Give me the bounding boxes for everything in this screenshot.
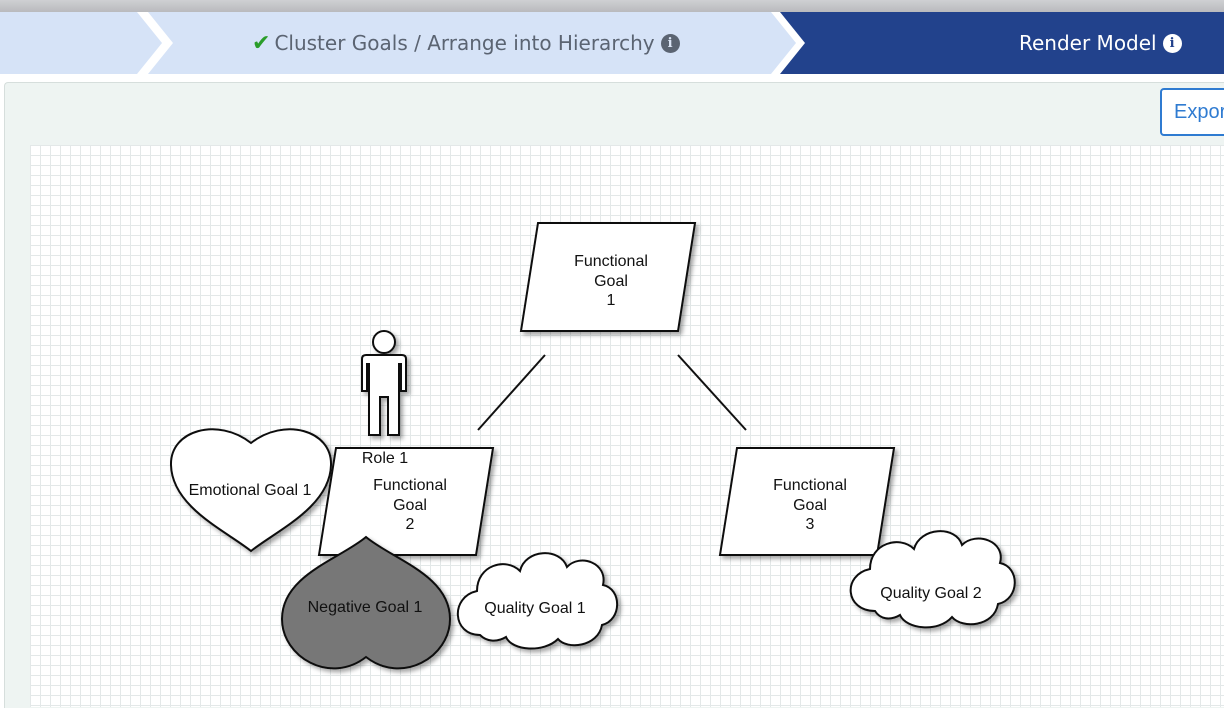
wizard-step-1[interactable] <box>0 12 162 74</box>
info-icon[interactable]: i <box>1162 33 1182 53</box>
functional-goal-2-line-3: 2 <box>406 516 415 533</box>
window-top-strip <box>0 0 1224 12</box>
functional-goal-3-line-2: Goal <box>793 497 827 514</box>
model-canvas[interactable]: Functional Goal 1 Emotional Goal 1 Funct… <box>30 145 1224 707</box>
functional-goal-1-line-3: 1 <box>607 292 616 309</box>
negative-goal-1[interactable]: Negative Goal 1 <box>280 535 452 670</box>
functional-goal-2-line-1: Functional <box>373 477 447 494</box>
hierarchy-link-1-2[interactable] <box>477 354 546 431</box>
export-button[interactable]: Export <box>1160 88 1224 136</box>
goal-model-diagram: Functional Goal 1 Emotional Goal 1 Funct… <box>169 222 1016 670</box>
functional-goal-2-line-2: Goal <box>393 497 427 514</box>
functional-goal-1-line-2: Goal <box>594 273 628 290</box>
quality-goal-1[interactable]: Quality Goal 1 <box>456 552 618 650</box>
emotional-goal-1[interactable]: Emotional Goal 1 <box>169 428 333 553</box>
functional-goal-1-line-1: Functional <box>574 253 648 270</box>
info-icon[interactable]: i <box>660 33 680 53</box>
functional-goal-2[interactable]: Functional Goal 2 <box>317 447 495 556</box>
quality-goal-2[interactable]: Quality Goal 2 <box>849 530 1016 629</box>
role-1[interactable]: Role 1 <box>361 330 408 467</box>
emotional-goal-1-label: Emotional Goal 1 <box>189 482 312 499</box>
functional-goal-3-line-1: Functional <box>773 477 847 494</box>
functional-goal-3[interactable]: Functional Goal 3 <box>718 447 896 556</box>
wizard-steps <box>0 12 1224 74</box>
wizard-step-2-label[interactable]: ✔ Cluster Goals / Arrange into Hierarchy… <box>252 12 680 74</box>
hierarchy-link-1-3[interactable] <box>677 354 747 431</box>
role-1-label: Role 1 <box>362 450 408 467</box>
functional-goal-1[interactable]: Functional Goal 1 <box>519 222 697 332</box>
quality-goal-1-label: Quality Goal 1 <box>484 600 585 617</box>
checkmark-icon: ✔ <box>252 30 271 56</box>
person-icon <box>361 330 407 436</box>
wizard-step-3[interactable] <box>780 12 1224 74</box>
wizard-step-2[interactable] <box>148 12 796 74</box>
quality-goal-2-label: Quality Goal 2 <box>880 585 981 602</box>
wizard-step-3-label[interactable]: Render Model i <box>1019 12 1182 74</box>
negative-goal-1-label: Negative Goal 1 <box>308 599 423 616</box>
functional-goal-3-line-3: 3 <box>806 516 815 533</box>
wizard-step-2-text: Cluster Goals / Arrange into Hierarchy <box>274 31 655 55</box>
wizard-step-3-text: Render Model <box>1019 31 1157 55</box>
